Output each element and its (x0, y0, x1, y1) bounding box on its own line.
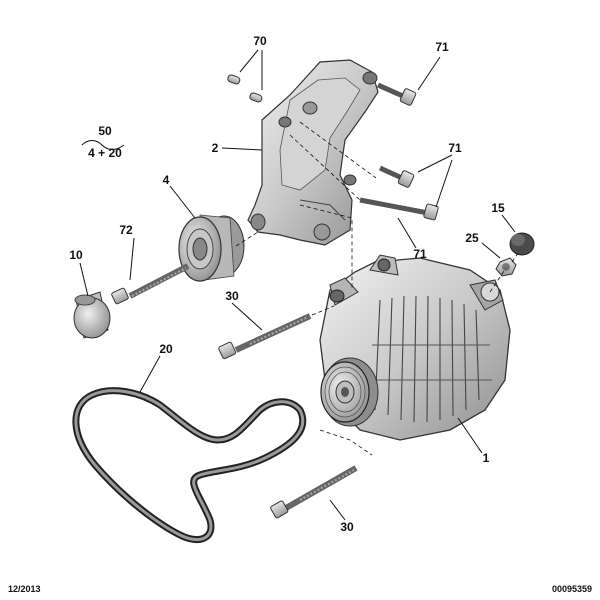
mounting-bracket (247, 59, 379, 246)
callout-15: 15 (491, 201, 505, 215)
cover-cap-10 (73, 291, 111, 339)
bolt-71-lower (359, 197, 439, 221)
bolt-72 (111, 263, 190, 305)
callout-71-lower: 71 (413, 247, 427, 261)
tensioner-pulley (178, 214, 245, 282)
callout-30-lower: 30 (340, 520, 354, 534)
bolt-71-middle (378, 165, 415, 188)
callout-50: 50 (98, 124, 112, 138)
callout-25: 25 (465, 231, 479, 245)
callout-10: 10 (69, 248, 83, 262)
footer-date: 12/2013 (8, 584, 41, 594)
callout-2: 2 (212, 141, 219, 155)
cap-15 (509, 232, 535, 256)
leader-lines (79, 49, 516, 521)
callout-20: 20 (159, 342, 173, 356)
callout-70: 70 (253, 34, 267, 48)
callout-30-upper: 30 (225, 289, 239, 303)
nut-25 (495, 257, 517, 277)
callout-4-plus-20: 4 + 20 (88, 146, 122, 160)
callout-71-top: 71 (435, 40, 449, 54)
callout-4: 4 (163, 173, 170, 187)
alternator (319, 254, 511, 441)
callout-72: 72 (119, 223, 133, 237)
assembly-lines (235, 121, 521, 456)
bolt-30-lower (270, 465, 358, 519)
bolt-71-top (376, 82, 417, 106)
dowel-pins (227, 74, 263, 103)
drive-belt (72, 387, 307, 543)
footer-reference-number: 00095359 (551, 584, 592, 594)
kit-callout-50: 50 4 + 20 (81, 124, 125, 160)
callout-71-right: 71 (448, 141, 462, 155)
bolt-30-upper (218, 313, 312, 360)
callout-1: 1 (483, 451, 490, 465)
